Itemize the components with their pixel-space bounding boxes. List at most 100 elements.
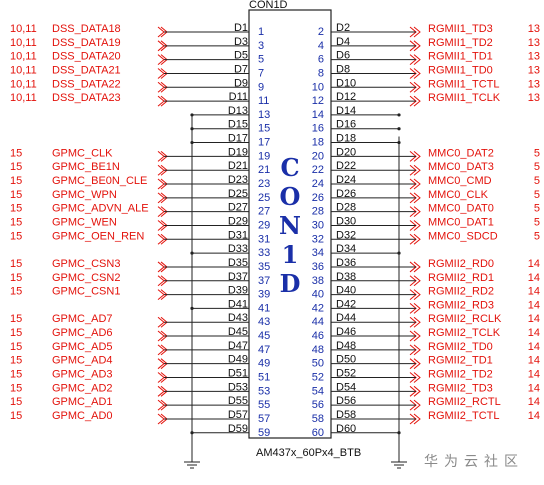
net-label: GPMC_WEN bbox=[52, 216, 117, 228]
junction-dot bbox=[397, 113, 401, 117]
junction-dot bbox=[190, 431, 194, 435]
pin-number: 32 bbox=[312, 233, 324, 245]
pin-number: 7 bbox=[258, 67, 264, 79]
pin-number: 20 bbox=[312, 150, 324, 162]
pin-number: 19 bbox=[258, 150, 270, 162]
net-label: RGMII1_TCLK bbox=[428, 92, 501, 104]
part-name-label: AM437x_60Px4_BTB bbox=[256, 447, 361, 459]
pin-number: 55 bbox=[258, 399, 270, 411]
endpoint-label: D54 bbox=[336, 381, 356, 393]
endpoint-label: D2 bbox=[336, 22, 350, 34]
net-flag bbox=[413, 399, 421, 411]
endpoint-label: D46 bbox=[336, 326, 356, 338]
net-label: RGMII1_TD2 bbox=[428, 37, 493, 49]
endpoint-label: D12 bbox=[336, 91, 356, 103]
endpoint-label: D17 bbox=[228, 133, 248, 145]
pin-number: 33 bbox=[258, 247, 270, 259]
pin-number: 40 bbox=[312, 289, 324, 301]
net-label: DSS_DATA18 bbox=[52, 23, 121, 35]
net-label: MMC0_CLK bbox=[428, 189, 489, 201]
net-flag bbox=[413, 344, 421, 356]
endpoint-label: D19 bbox=[228, 146, 248, 158]
sheet-ref: 10,11 bbox=[10, 37, 37, 49]
net-label: MMC0_DAT2 bbox=[428, 147, 494, 159]
sheet-ref: 15 bbox=[10, 203, 22, 215]
net-flag bbox=[413, 233, 421, 245]
net-label: GPMC_AD3 bbox=[52, 369, 113, 381]
body-letter: N bbox=[279, 211, 301, 240]
endpoint-label: D37 bbox=[228, 271, 248, 283]
endpoint-label: D47 bbox=[228, 340, 248, 352]
net-flag bbox=[413, 289, 421, 300]
net-flag bbox=[413, 220, 421, 231]
net-label: GPMC_BE0N_CLE bbox=[52, 175, 147, 187]
junction-dot bbox=[190, 113, 194, 117]
sheet-ref: 15 bbox=[10, 396, 22, 408]
sheet-ref: 15 bbox=[10, 369, 22, 381]
sheet-ref: 14 bbox=[528, 272, 540, 284]
endpoint-label: D58 bbox=[336, 409, 356, 421]
junction-dot bbox=[397, 127, 401, 131]
net-label: MMC0_CMD bbox=[428, 175, 492, 187]
body-letter: O bbox=[280, 182, 301, 211]
net-label: DSS_DATA20 bbox=[52, 51, 121, 63]
net-flag bbox=[413, 413, 421, 425]
net-label: GPMC_AD6 bbox=[52, 327, 113, 339]
endpoint-label: D5 bbox=[234, 50, 248, 62]
pin-number: 9 bbox=[258, 81, 264, 93]
sheet-ref: 15 bbox=[10, 230, 22, 242]
refdes-label: CON1D bbox=[249, 0, 288, 11]
endpoint-label: D44 bbox=[336, 312, 356, 324]
net-flag bbox=[413, 164, 421, 176]
endpoint-label: D7 bbox=[234, 63, 248, 75]
pin-number: 34 bbox=[312, 247, 324, 259]
endpoint-label: D10 bbox=[336, 77, 356, 89]
endpoint-label: D4 bbox=[336, 36, 350, 48]
endpoint-label: D14 bbox=[336, 105, 356, 117]
net-label: RGMII2_RD2 bbox=[428, 286, 494, 298]
pin-number: 56 bbox=[312, 399, 324, 411]
body-letter: 1 bbox=[282, 240, 299, 269]
net-label: GPMC_AD4 bbox=[52, 355, 113, 367]
pin-number: 29 bbox=[258, 219, 270, 231]
pin-number: 53 bbox=[258, 385, 270, 397]
endpoint-label: D48 bbox=[336, 340, 356, 352]
net-label: RGMII2_RCLK bbox=[428, 313, 502, 325]
endpoint-label: D42 bbox=[336, 298, 356, 310]
sheet-ref: 15 bbox=[10, 258, 22, 270]
net-label: MMC0_DAT1 bbox=[428, 216, 494, 228]
sheet-ref: 15 bbox=[10, 327, 22, 339]
endpoint-label: D36 bbox=[336, 257, 356, 269]
sheet-ref: 13 bbox=[528, 92, 540, 104]
sheet-ref: 5 bbox=[534, 189, 540, 201]
pin-number: 3 bbox=[258, 40, 264, 52]
endpoint-label: D21 bbox=[228, 160, 248, 172]
sheet-ref: 14 bbox=[528, 258, 540, 270]
pin-number: 17 bbox=[258, 137, 270, 149]
net-label: RGMII2_RCTL bbox=[428, 396, 501, 408]
pin-number: 2 bbox=[318, 26, 324, 38]
sheet-ref: 15 bbox=[10, 341, 22, 353]
pin-number: 60 bbox=[312, 427, 324, 439]
net-flag bbox=[413, 95, 421, 107]
endpoint-label: D40 bbox=[336, 285, 356, 297]
pin-number: 36 bbox=[312, 261, 324, 273]
sheet-ref: 13 bbox=[528, 51, 540, 63]
endpoint-label: D6 bbox=[336, 50, 350, 62]
endpoint-label: D57 bbox=[228, 409, 248, 421]
net-label: GPMC_ADVN_ALE bbox=[52, 203, 149, 215]
sheet-ref: 5 bbox=[534, 175, 540, 187]
endpoint-label: D8 bbox=[336, 63, 350, 75]
pin-number: 59 bbox=[258, 427, 270, 439]
endpoint-label: D29 bbox=[228, 215, 248, 227]
endpoint-label: D18 bbox=[336, 133, 356, 145]
net-label: DSS_DATA19 bbox=[52, 37, 121, 49]
net-flag bbox=[413, 150, 421, 162]
endpoint-label: D25 bbox=[228, 188, 248, 200]
sheet-ref: 10,11 bbox=[10, 78, 37, 90]
pin-number: 24 bbox=[312, 178, 324, 190]
net-label: GPMC_CSN3 bbox=[52, 258, 120, 270]
junction-dot bbox=[190, 306, 194, 310]
